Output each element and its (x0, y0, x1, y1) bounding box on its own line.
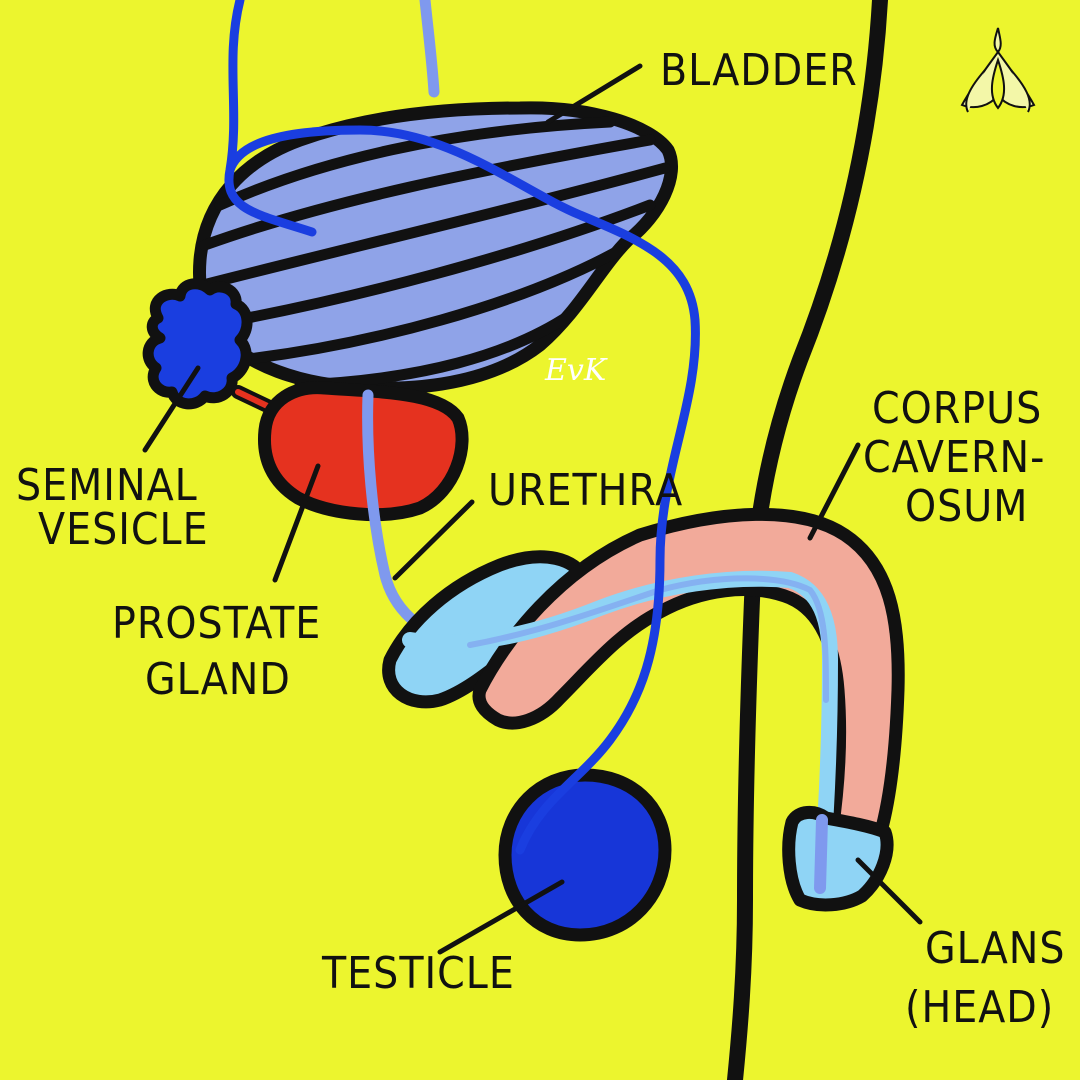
glans (782, 806, 894, 912)
seminal-vesicle (142, 278, 253, 410)
label-testicle: TESTICLE (321, 948, 515, 999)
leader-prostate (272, 463, 321, 583)
artist-signature: EvK (544, 353, 608, 388)
leader-urethra (392, 499, 475, 581)
label-bladder: BLADDER (660, 45, 858, 96)
label-seminal-vesicle-line2: VESICLE (38, 504, 209, 555)
leader-testicle (437, 879, 565, 955)
testicle (498, 768, 672, 942)
label-prostate-line1: PROSTATE (112, 598, 321, 649)
leader-bladder (545, 63, 643, 125)
flower-logo-icon (960, 27, 1036, 113)
leader-lines (142, 63, 923, 955)
corpus-cavernosum (472, 507, 905, 842)
leader-corpus (807, 442, 861, 541)
label-corpus-line1: CORPUS (872, 383, 1042, 434)
bladder (193, 101, 678, 395)
label-glans-line2: (HEAD) (905, 982, 1054, 1033)
label-corpus-line2: CAVERN- (863, 432, 1045, 483)
label-glans-line1: GLANS (925, 923, 1066, 974)
urethra-top-segment (419, 0, 440, 98)
label-prostate-line2: GLAND (145, 654, 291, 705)
label-urethra: URETHRA (488, 465, 683, 516)
vas-deferens (224, 0, 700, 855)
leader-glans (855, 857, 923, 925)
label-seminal-vesicle-line1: SEMINAL (16, 460, 198, 511)
label-corpus-line3: OSUM (905, 481, 1028, 532)
bladder-stripes (197, 116, 671, 391)
leader-seminal-vesicle (142, 365, 201, 453)
